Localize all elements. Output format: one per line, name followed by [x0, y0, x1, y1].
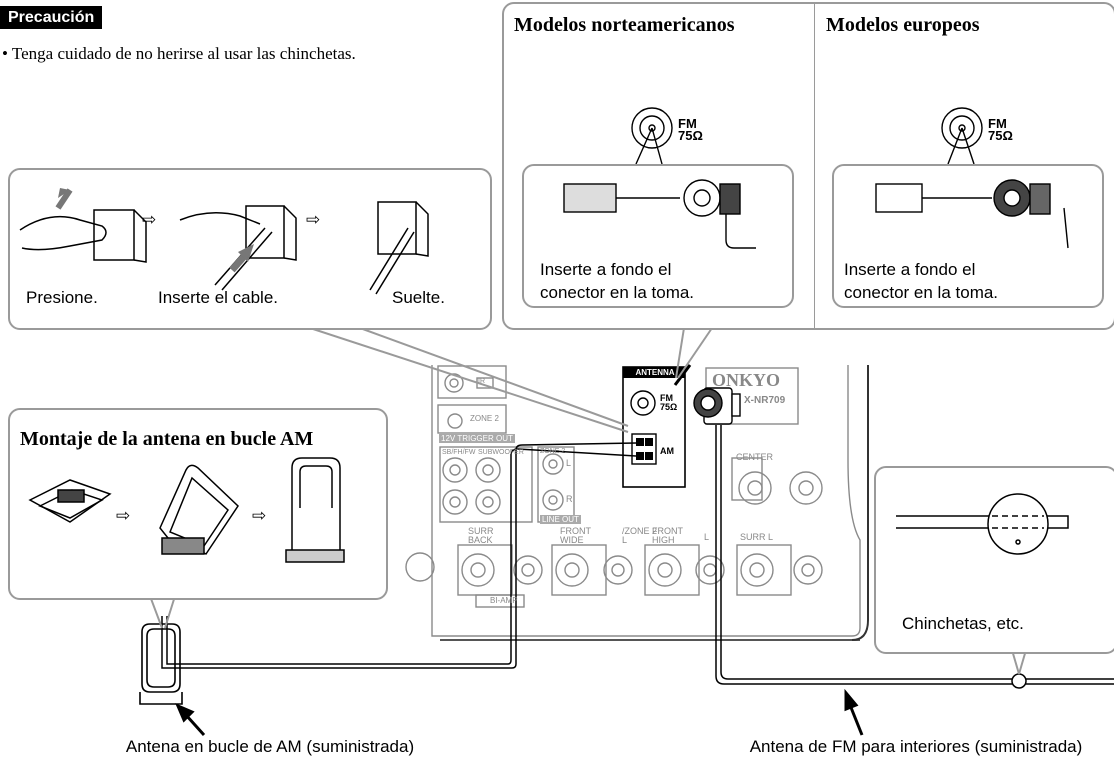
north-america-title: Modelos norteamericanos: [514, 14, 735, 36]
eu-ohm: 75Ω: [988, 128, 1013, 143]
am-step-arrow-2: ⇨: [252, 506, 267, 525]
fm-antenna-caption: Antena de FM para interiores (suministra…: [749, 737, 1083, 756]
am-loop-antenna: [139, 623, 183, 705]
receiver-jacks: [405, 365, 823, 608]
models-divider: [814, 4, 815, 328]
thumbtack-art: [896, 493, 1069, 555]
step-arrow-1: ⇨: [142, 210, 157, 229]
antenna-terminal: [622, 366, 686, 488]
subwoofer-label: SUBWOOFER: [478, 449, 524, 456]
line-out-label: LINE OUT: [540, 515, 581, 524]
na-fm: FM: [678, 116, 697, 131]
fm-plug-on-receiver: [693, 387, 741, 425]
na-inner-box: Inserte a fondo el conector en la toma.: [522, 164, 794, 308]
bullet: •: [2, 44, 8, 63]
bi-amp-label: BI-AMP: [490, 596, 518, 605]
na-instruction: Inserte a fondo el conector en la toma.: [540, 260, 695, 302]
antenna-header: ANTENNA: [635, 368, 675, 377]
eu-inner-box: Inserte a fondo el conector en la toma.: [832, 164, 1104, 308]
cable-steps-callout: ⇨ ⇨ Presione. Inserte el cable. Suelte.: [8, 168, 492, 330]
step-release: Suelte.: [392, 288, 445, 307]
front-l-label: L: [704, 532, 710, 542]
terminal-fm: FM 75Ω: [660, 394, 677, 412]
terminal-am: AM: [660, 446, 674, 456]
step-press: Presione.: [26, 288, 98, 307]
am-assembly-callout: Montaje de la antena en bucle AM ⇨ ⇨: [8, 408, 388, 600]
step-insert: Inserte el cable.: [158, 288, 279, 307]
cable-steps-art: [19, 188, 429, 295]
trigger-label: 12V TRIGGER OUT: [439, 434, 515, 443]
caution-badge: Precaución: [0, 6, 103, 29]
terminal-fm-ohm: 75Ω: [660, 402, 678, 412]
thumbtack-label: Chinchetas, etc.: [902, 614, 1024, 633]
eu-jack-label: FM 75Ω: [988, 116, 1013, 143]
models-callout: Modelos norteamericanos Modelos europeos…: [502, 2, 1114, 330]
caution-note: • Tenga cuidado de no herirse al usar la…: [2, 42, 422, 65]
surr-back-label: SURR BACK: [468, 526, 494, 545]
eu-fm: FM: [988, 116, 1007, 131]
na-ohm: 75Ω: [678, 128, 703, 143]
model-name: X-NR709: [744, 395, 786, 406]
receiver-panel: [431, 365, 869, 641]
models-art: [563, 107, 1069, 249]
antenna-wires: [161, 425, 1114, 689]
am-step-arrow-1: ⇨: [116, 506, 131, 525]
caution-text: Tenga cuidado de no herirse al usar las …: [11, 44, 356, 63]
europe-title: Modelos europeos: [826, 14, 980, 36]
surr-l-label: SURR L: [740, 532, 774, 542]
center-label: CENTER: [736, 452, 774, 462]
line-out-r: R: [566, 494, 573, 504]
zone2-label: ZONE 2: [470, 414, 499, 423]
front-wide-label: FRONT WIDE: [560, 526, 591, 545]
am-assembly-title: Montaje de la antena en bucle AM: [20, 428, 314, 450]
thumbtack-callout: Chinchetas, etc.: [874, 466, 1114, 654]
ir-label: IR: [478, 378, 485, 385]
zone2-out-label: ZONE 2: [540, 448, 566, 455]
brand-logo: ONKYO: [712, 370, 781, 390]
eu-instruction: Inserte a fondo el conector en la toma.: [844, 260, 999, 302]
am-antenna-caption: Antena en bucle de AM (suministrada): [125, 737, 415, 756]
line-out-l: L: [566, 458, 572, 468]
sb-label: SB/FH/FW: [442, 449, 476, 456]
zone2-l-label: /ZONE 2 L: [622, 526, 658, 545]
terminal-fm-label: FM: [660, 393, 673, 403]
am-assembly-art: [28, 457, 345, 563]
na-jack-label: FM 75Ω: [678, 116, 703, 143]
front-high-label: FRONT HIGH: [652, 526, 683, 545]
callout-tails: [149, 327, 1027, 675]
step-arrow-2: ⇨: [306, 210, 321, 229]
